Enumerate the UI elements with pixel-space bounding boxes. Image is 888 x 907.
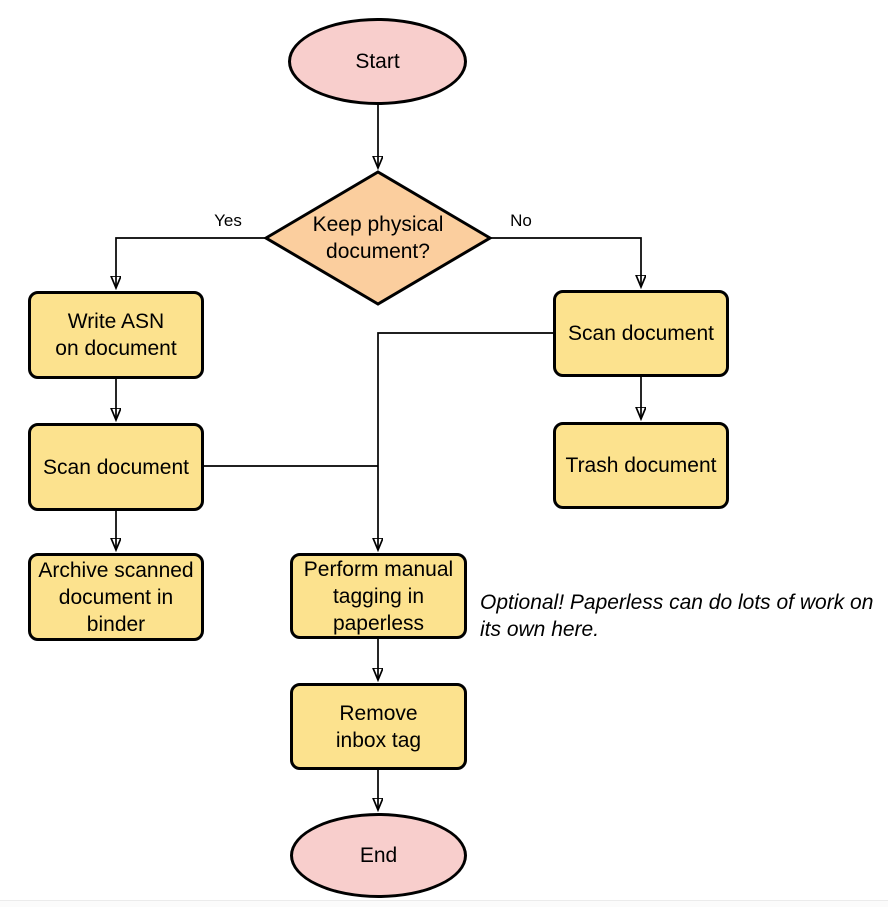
node-decision-keep-physical-document: Keep physical document? <box>264 170 492 306</box>
edge-label-yes: Yes <box>214 211 242 230</box>
node-trash-document: Trash document <box>553 422 729 509</box>
edge-decision-yes-to-write-asn <box>116 237 265 288</box>
page-bottom-edge <box>0 900 888 907</box>
edge-label-no: No <box>510 211 532 230</box>
node-perform-tagging-label: Perform manual tagging in paperless <box>303 557 454 635</box>
node-start-label: Start <box>355 50 400 73</box>
node-perform-manual-tagging: Perform manual tagging in paperless <box>290 553 467 639</box>
node-archive-label: Archive scanned document in binder <box>38 558 194 636</box>
diamond-shape <box>264 170 492 306</box>
edge-scan-right-to-perform-tagging <box>378 332 553 550</box>
node-end-label: End <box>359 844 398 867</box>
node-scan-document-left: Scan document <box>28 423 204 511</box>
node-write-asn-label: Write ASN on document <box>55 310 177 360</box>
node-archive-scanned-document: Archive scanned document in binder <box>28 553 204 641</box>
node-scan-right-label: Scan document <box>568 322 714 345</box>
node-write-asn-on-document: Write ASN on document <box>28 291 204 379</box>
node-remove-inbox-label: Remove inbox tag <box>335 701 422 752</box>
node-trash-label: Trash document <box>565 454 717 477</box>
node-decision-label: Keep physical document? <box>312 213 444 263</box>
node-start: Start <box>288 18 467 105</box>
edge-decision-no-to-scan-right <box>491 237 641 287</box>
node-scan-left-label: Scan document <box>43 455 189 479</box>
node-end: End <box>290 813 467 898</box>
node-scan-document-right: Scan document <box>553 290 729 377</box>
node-remove-inbox-tag: Remove inbox tag <box>290 683 467 770</box>
optional-note: Optional! Paperless can do lots of work … <box>480 591 874 641</box>
